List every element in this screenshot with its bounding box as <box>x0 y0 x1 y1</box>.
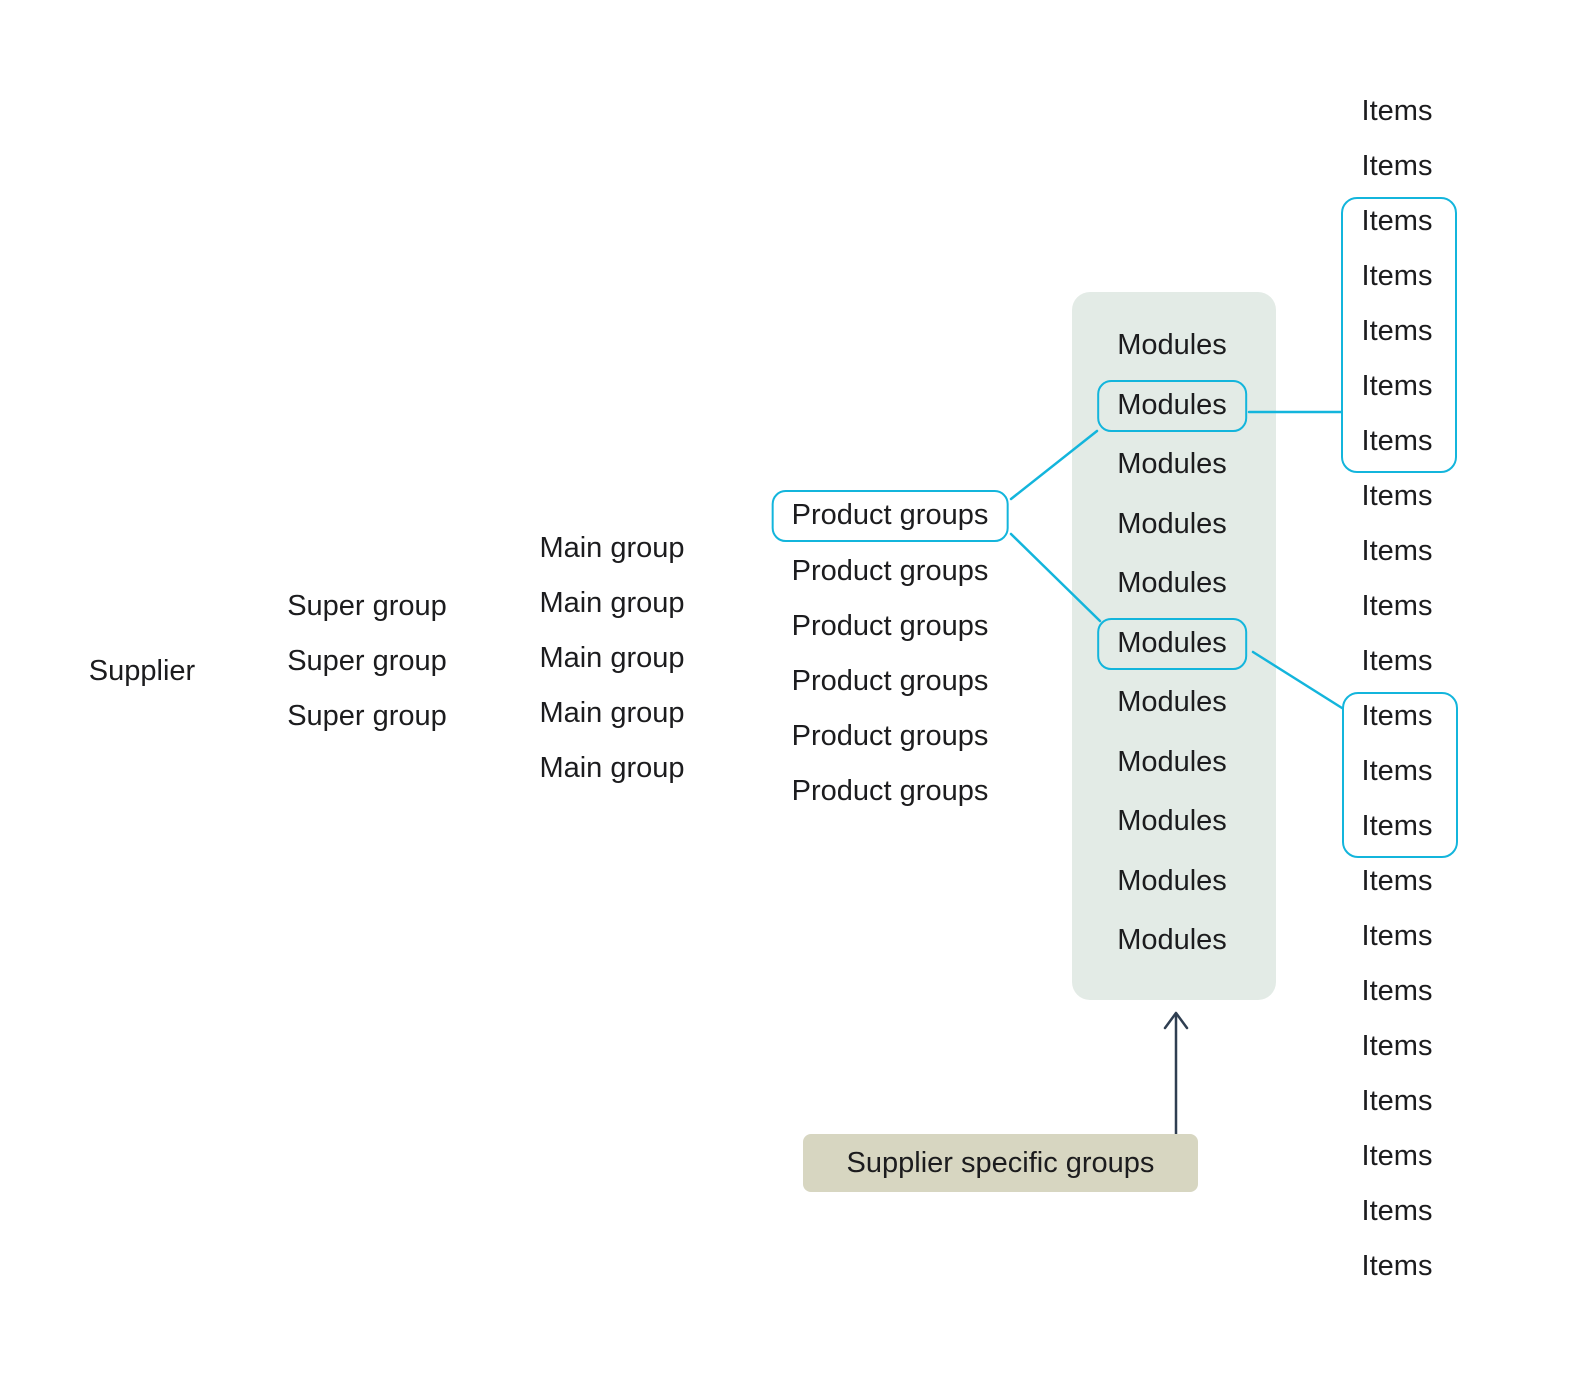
main-group-node-5: Main group <box>539 752 685 785</box>
module-node-3: Modules <box>1117 448 1227 481</box>
item-node-6: Items <box>1361 370 1433 403</box>
module-node-4: Modules <box>1117 508 1227 541</box>
super-group-node-2: Super group <box>287 645 447 678</box>
supplier-specific-groups-label: Supplier specific groups <box>803 1134 1198 1192</box>
product-group-node-2: Product groups <box>791 555 989 588</box>
items-group-box-2 <box>1342 692 1458 858</box>
module-node-8: Modules <box>1117 746 1227 779</box>
item-node-9: Items <box>1361 535 1433 568</box>
item-node-18: Items <box>1361 1030 1433 1063</box>
main-group-node-3: Main group <box>539 642 685 675</box>
super-group-node-3: Super group <box>287 700 447 733</box>
item-node-14: Items <box>1361 810 1433 843</box>
item-node-12: Items <box>1361 700 1433 733</box>
item-node-11: Items <box>1361 645 1433 678</box>
connector-product-to-module-2 <box>1009 429 1099 501</box>
item-node-15: Items <box>1361 865 1433 898</box>
item-node-2: Items <box>1361 150 1433 183</box>
module-node-11: Modules <box>1117 924 1227 957</box>
module-node-7: Modules <box>1117 686 1227 719</box>
product-group-node-1: Product groups <box>771 490 1009 542</box>
item-node-17: Items <box>1361 975 1433 1008</box>
item-node-10: Items <box>1361 590 1433 623</box>
item-node-3: Items <box>1361 205 1433 238</box>
item-node-19: Items <box>1361 1085 1433 1118</box>
main-group-node-1: Main group <box>539 532 685 565</box>
module-node-2: Modules <box>1097 380 1247 432</box>
connector-module6-to-items-group-2 <box>1251 650 1344 710</box>
main-group-node-2: Main group <box>539 587 685 620</box>
item-node-4: Items <box>1361 260 1433 293</box>
item-node-21: Items <box>1361 1195 1433 1228</box>
product-group-node-3: Product groups <box>791 610 989 643</box>
module-node-6: Modules <box>1097 618 1247 670</box>
items-group-box-1 <box>1341 197 1457 473</box>
main-group-node-4: Main group <box>539 697 685 730</box>
item-node-13: Items <box>1361 755 1433 788</box>
product-group-node-5: Product groups <box>791 720 989 753</box>
module-node-1: Modules <box>1117 329 1227 362</box>
item-node-7: Items <box>1361 425 1433 458</box>
module-node-5: Modules <box>1117 567 1227 600</box>
item-node-16: Items <box>1361 920 1433 953</box>
arrow-head-icon <box>1163 1011 1189 1030</box>
supplier-node-1: Supplier <box>88 655 196 688</box>
item-node-5: Items <box>1361 315 1433 348</box>
modules-panel-background <box>1072 292 1276 1000</box>
module-node-10: Modules <box>1117 865 1227 898</box>
product-group-node-6: Product groups <box>791 775 989 808</box>
item-node-20: Items <box>1361 1140 1433 1173</box>
product-group-node-4: Product groups <box>791 665 989 698</box>
super-group-node-1: Super group <box>287 590 447 623</box>
item-node-8: Items <box>1361 480 1433 513</box>
item-node-1: Items <box>1361 95 1433 128</box>
module-node-9: Modules <box>1117 805 1227 838</box>
arrow-annotation-to-modules <box>1163 1011 1189 1136</box>
connector-product-to-module-6 <box>1009 532 1102 623</box>
item-node-22: Items <box>1361 1250 1433 1283</box>
